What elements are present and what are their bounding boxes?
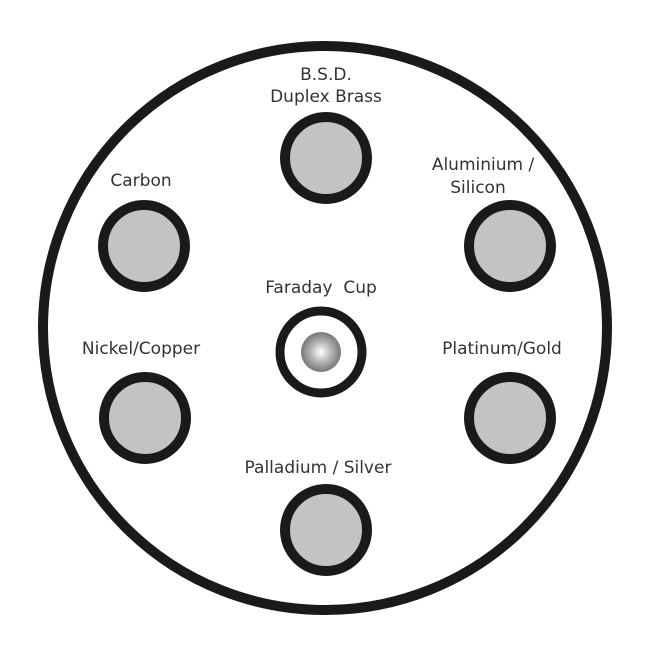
target-label: Duplex Brass — [270, 87, 382, 107]
target-label: B.S.D. — [300, 65, 352, 85]
target-aluminium: Aluminium / Silicon — [432, 155, 556, 292]
target-label: Carbon — [110, 171, 171, 191]
faraday-cup-label: Faraday Cup — [265, 278, 377, 298]
target-platinum: Platinum/Gold — [442, 339, 562, 464]
faraday-cup: Faraday Cup — [265, 278, 377, 398]
target-palladium: Palladium / Silver — [245, 458, 392, 576]
faraday-cup-sphere — [301, 332, 341, 372]
target-label: Platinum/Gold — [442, 339, 562, 359]
target-bsd: B.S.D. Duplex Brass — [270, 65, 382, 204]
target-label: Silicon — [450, 178, 505, 198]
target-carbon: Carbon — [98, 171, 190, 292]
target-label: Aluminium / — [432, 155, 535, 175]
target-label: Nickel/Copper — [82, 339, 200, 359]
target-nickel: Nickel/Copper — [82, 339, 200, 464]
target-label: Palladium / Silver — [245, 458, 392, 478]
